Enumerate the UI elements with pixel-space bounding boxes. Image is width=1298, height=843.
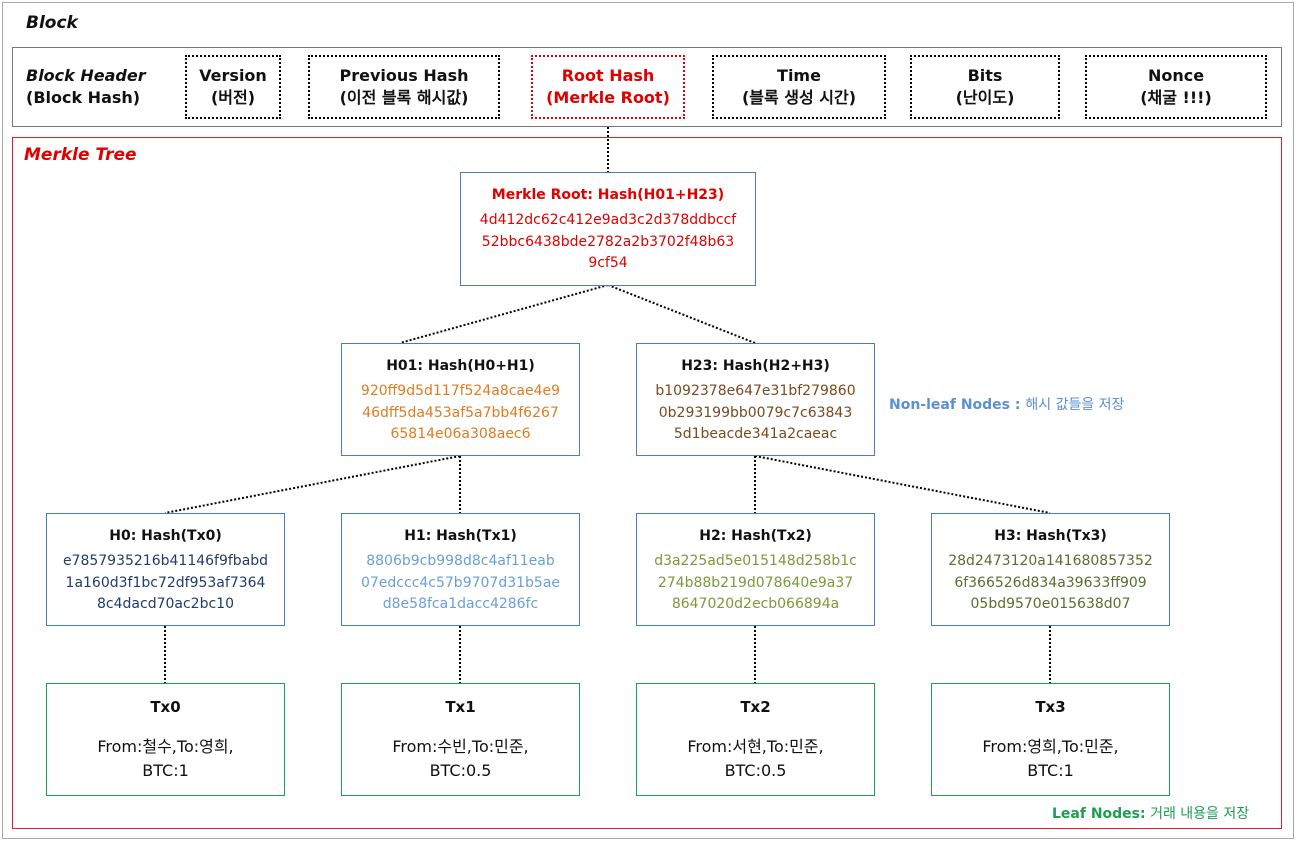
header-field-previous-hash: Previous Hash (이전 블록 해시값)	[308, 55, 500, 119]
h01-node: H01: Hash(H0+H1) 920ff9d5d117f524a8cae4e…	[341, 343, 580, 456]
merkle-tree-box	[12, 137, 1282, 829]
header-field-nonce: Nonce (채굴 !!!)	[1085, 55, 1267, 119]
hash-line: d3a225ad5e015148d258b1c	[654, 553, 857, 569]
node-title: H0: Hash(Tx0)	[109, 528, 222, 544]
node-title: Merkle Root: Hash(H01+H23)	[491, 187, 725, 203]
tx-line: From:수빈,To:민준,	[392, 737, 529, 756]
leaf-label: Leaf Nodes:	[1052, 806, 1146, 822]
hash-line: 8c4dacd70ac2bc10	[97, 596, 234, 612]
nonleaf-label: Non-leaf Nodes :	[889, 397, 1026, 413]
tx-line: BTC:1	[1027, 761, 1074, 780]
h2-node: H2: Hash(Tx2) d3a225ad5e015148d258b1c 27…	[636, 513, 875, 626]
connector-h23-h3	[754, 455, 1051, 514]
hash-line: 52bbc6438bde2782a2b3702f48b63	[481, 233, 735, 250]
h23-node: H23: Hash(H2+H3) b1092378e647e31bf279860…	[636, 343, 875, 456]
field-sub: (채굴 !!!)	[1140, 88, 1212, 107]
tx-line: From:철수,To:영희,	[97, 737, 234, 756]
node-title: H23: Hash(H2+H3)	[681, 358, 830, 374]
hash-line: 07edccc4c57b9707d31b5ae	[360, 574, 561, 591]
block-header-subtitle: (Block Hash)	[26, 88, 141, 107]
tx-line: BTC:0.5	[429, 761, 492, 780]
tx-line: From:영희,To:민준,	[982, 737, 1119, 756]
node-hash: 28d2473120a141680857352 6f366526d834a396…	[932, 551, 1169, 616]
field-sub: (Merkle Root)	[546, 88, 670, 107]
field-sub: (난이도)	[955, 88, 1015, 107]
hash-line: 920ff9d5d117f524a8cae4e9	[360, 383, 561, 399]
node-title: H2: Hash(Tx2)	[699, 528, 812, 544]
field-label: Root Hash	[561, 66, 655, 85]
tx3-node: Tx3 From:영희,To:민준, BTC:1	[931, 683, 1170, 796]
hash-line: 5d1beacde341a2caeac	[673, 426, 838, 442]
hash-line: 28d2473120a141680857352	[948, 553, 1153, 569]
node-hash: 920ff9d5d117f524a8cae4e9 46dff5da453af5a…	[342, 381, 579, 446]
hash-line: d8e58fca1dacc4286fc	[382, 596, 539, 612]
tx-title: Tx3	[1035, 698, 1066, 716]
block-title: Block	[26, 13, 78, 33]
node-hash: 4d412dc62c412e9ad3c2d378ddbccf 52bbc6438…	[461, 210, 755, 275]
hash-line: 46dff5da453af5a7bb4f6267	[362, 404, 559, 421]
hash-line: 0b293199bb0079c7c63843	[658, 404, 853, 421]
tx-title: Tx1	[445, 698, 476, 716]
tx-body: From:수빈,To:민준, BTC:0.5	[342, 735, 579, 783]
tx0-node: Tx0 From:철수,To:영희, BTC:1	[46, 683, 285, 796]
field-sub: (블록 생성 시간)	[741, 88, 857, 107]
merkle-tree-title: Merkle Tree	[24, 145, 137, 165]
header-field-time: Time (블록 생성 시간)	[712, 55, 886, 119]
field-label: Version	[199, 66, 267, 85]
h1-node: H1: Hash(Tx1) 8806b9cb998d8c4af11eab 07e…	[341, 513, 580, 626]
tx-body: From:영희,To:민준, BTC:1	[932, 735, 1169, 783]
hash-line: 1a160d3f1bc72df953af7364	[65, 574, 266, 591]
connector-root-h23	[607, 284, 756, 344]
header-field-version: Version (버전)	[185, 55, 281, 119]
header-field-bits: Bits (난이도)	[910, 55, 1060, 119]
hash-line: 65814e06a308aec6	[390, 426, 531, 442]
tx-body: From:철수,To:영희, BTC:1	[47, 735, 284, 783]
hash-line: 9cf54	[588, 255, 628, 271]
tx-line: From:서현,To:민준,	[687, 737, 824, 756]
node-title: H1: Hash(Tx1)	[404, 528, 517, 544]
nonleaf-nodes-note: Non-leaf Nodes : 해시 값들을 저장	[889, 394, 1124, 414]
node-hash: 8806b9cb998d8c4af11eab 07edccc4c57b9707d…	[342, 551, 579, 616]
hash-line: 4d412dc62c412e9ad3c2d378ddbccf	[479, 212, 737, 228]
node-title: H3: Hash(Tx3)	[994, 528, 1107, 544]
field-label: Bits	[967, 66, 1003, 85]
tx1-node: Tx1 From:수빈,To:민준, BTC:0.5	[341, 683, 580, 796]
leaf-nodes-note: Leaf Nodes: 거래 내용을 저장	[1052, 803, 1249, 823]
merkle-root-node: Merkle Root: Hash(H01+H23) 4d412dc62c412…	[460, 172, 756, 286]
field-label: Nonce	[1147, 66, 1205, 85]
hash-line: 8806b9cb998d8c4af11eab	[366, 553, 555, 569]
node-hash: d3a225ad5e015148d258b1c 274b88b219d07864…	[637, 551, 874, 616]
field-sub: (버전)	[210, 88, 256, 107]
tx-body: From:서현,To:민준, BTC:0.5	[637, 735, 874, 783]
hash-line: b1092378e647e31bf279860	[655, 383, 856, 399]
hash-line: 8647020d2ecb066894a	[671, 596, 840, 612]
field-label: Time	[777, 66, 821, 85]
header-field-root-hash: Root Hash (Merkle Root)	[531, 55, 685, 119]
connector-root-h01	[399, 284, 609, 344]
field-sub: (이전 블록 해시값)	[339, 88, 469, 107]
h3-node: H3: Hash(Tx3) 28d2473120a141680857352 6f…	[931, 513, 1170, 626]
node-hash: b1092378e647e31bf279860 0b293199bb0079c7…	[637, 381, 874, 446]
tx-line: BTC:1	[142, 761, 189, 780]
tx-title: Tx0	[150, 698, 181, 716]
leaf-text: 거래 내용을 저장	[1145, 806, 1250, 822]
hash-line: 274b88b219d078640e9a37	[657, 574, 854, 591]
block-header-label: Block Header	[26, 66, 146, 85]
hash-line: 05bd9570e015638d07	[970, 596, 1131, 612]
hash-line: 6f366526d834a39633ff909	[954, 574, 1147, 591]
connector-h01-h0	[164, 455, 461, 514]
tx-line: BTC:0.5	[724, 761, 787, 780]
tx-title: Tx2	[740, 698, 771, 716]
tx2-node: Tx2 From:서현,To:민준, BTC:0.5	[636, 683, 875, 796]
node-title: H01: Hash(H0+H1)	[386, 358, 535, 374]
hash-line: e7857935216b41146f9fbabd	[62, 553, 269, 569]
nonleaf-text: 해시 값들을 저장	[1025, 397, 1125, 413]
block-header-title: Block Header (Block Hash)	[26, 65, 146, 109]
node-hash: e7857935216b41146f9fbabd 1a160d3f1bc72df…	[47, 551, 284, 616]
h0-node: H0: Hash(Tx0) e7857935216b41146f9fbabd 1…	[46, 513, 285, 626]
field-label: Previous Hash	[339, 66, 469, 85]
block-header-box	[12, 47, 1282, 127]
